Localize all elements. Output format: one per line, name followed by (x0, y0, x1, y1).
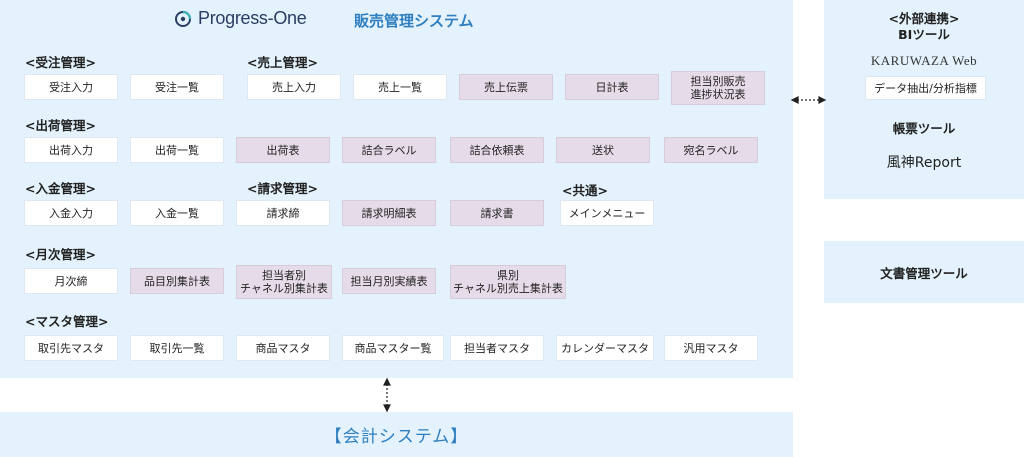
main-menu-box: メインメニュー (560, 200, 654, 226)
address-label-box: 宛名ラベル (664, 137, 758, 163)
general-master-box: 汎用マスタ (664, 335, 758, 361)
sales-slip-box: 売上伝票 (459, 74, 553, 100)
daily-table-box: 日計表 (565, 74, 659, 100)
client-list-box: 取引先一覧 (130, 335, 224, 361)
rep-master-box: 担当者マスタ (450, 335, 544, 361)
progress-one-logo-icon (175, 10, 192, 27)
billing-close-box: 請求締 (236, 200, 330, 226)
section-order: <受注管理> (25, 55, 96, 70)
client-master-box: 取引先マスタ (24, 335, 118, 361)
report-tool-label: 風神Report (886, 155, 962, 171)
document-management-panel: 文書管理ツール (824, 241, 1024, 303)
system-title: 販売管理システム (354, 12, 474, 30)
sales-list-box: 売上一覧 (353, 74, 447, 100)
pack-request-box: 詰合依頼表 (450, 137, 544, 163)
product-master-list-box: 商品マスター覧 (342, 335, 444, 361)
progress-one-logo: Progress-One (174, 8, 307, 29)
ship-table-box: 出荷表 (236, 137, 330, 163)
karuwaza-label: KARUWAZA Web (870, 53, 978, 68)
section-master: <マスタ管理> (25, 314, 109, 329)
order-entry-box: 受注入力 (24, 74, 118, 100)
rep-channel-summary-box: 担当者別 チャネル別集計表 (236, 265, 332, 299)
logo-text: Progress-One (198, 8, 307, 28)
bi-tool-heading: BIツール (898, 27, 950, 42)
delivery-slip-box: 送状 (556, 137, 650, 163)
pref-channel-sales-box: 県別 チャネル別売上集計表 (450, 265, 566, 299)
billing-detail-box: 請求明細表 (342, 200, 436, 226)
form-tool-heading: 帳票ツール (892, 121, 956, 136)
accounting-system-label: 【会計システム】 (324, 427, 469, 447)
ship-entry-box: 出荷入力 (24, 137, 118, 163)
sales-entry-box: 売上入力 (247, 74, 341, 100)
rep-sales-progress-box: 担当別販売 進捗状況表 (671, 71, 765, 105)
section-shipping: <出荷管理> (25, 118, 96, 133)
accounting-system-panel: 【会計システム】 (0, 412, 793, 457)
calendar-master-box: カレンダーマスタ (556, 335, 654, 361)
document-management-label: 文書管理ツール (880, 265, 968, 281)
section-common: <共通> (562, 183, 608, 198)
horizontal-connector (790, 96, 827, 104)
vertical-connector (383, 377, 391, 413)
payment-entry-box: 入金入力 (24, 200, 118, 226)
section-payment: <入金管理> (25, 181, 96, 196)
invoice-box: 請求書 (450, 200, 544, 226)
section-sales: <売上管理> (247, 55, 318, 70)
payment-list-box: 入金一覧 (130, 200, 224, 226)
section-monthly: <月次管理> (25, 247, 96, 262)
ship-list-box: 出荷一覧 (130, 137, 224, 163)
product-master-box: 商品マスタ (236, 335, 330, 361)
monthly-close-box: 月次締 (24, 268, 118, 294)
rep-monthly-results-box: 担当月別実績表 (342, 268, 436, 294)
external-integration-panel: <外部連携> BIツール KARUWAZA Web データ抽出/分析指標 帳票ツ… (824, 0, 1024, 199)
section-billing: <請求管理> (247, 181, 318, 196)
pack-label-box: 詰合ラベル (342, 137, 436, 163)
item-summary-box: 品目別集計表 (130, 268, 224, 294)
data-extraction-box: データ抽出/分析指標 (865, 76, 986, 100)
order-list-box: 受注一覧 (130, 74, 224, 100)
sales-system-panel (0, 0, 793, 378)
external-heading: <外部連携> (888, 11, 960, 26)
